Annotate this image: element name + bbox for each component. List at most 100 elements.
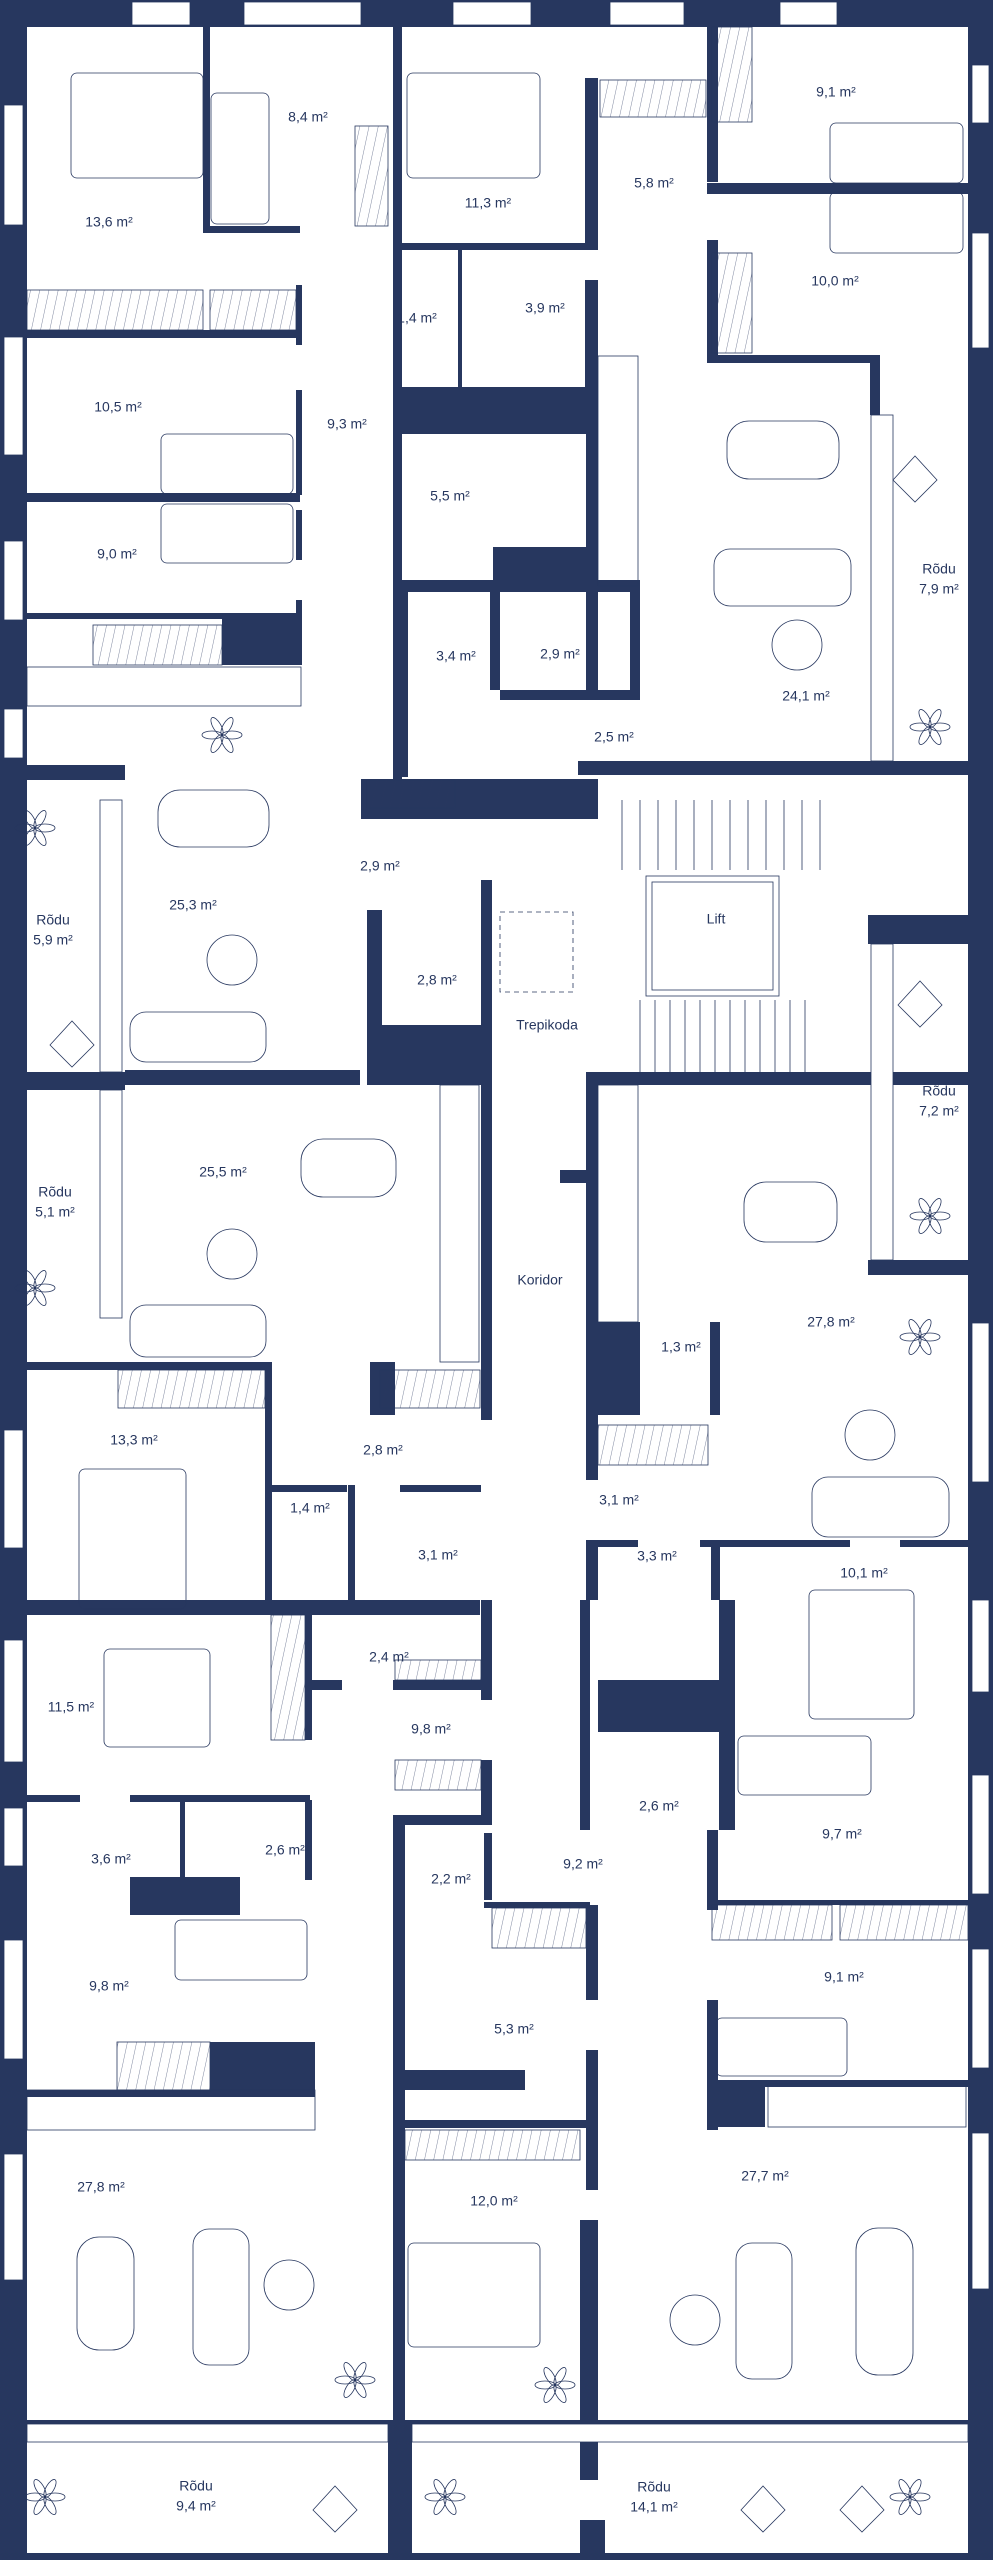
armchair <box>839 2485 885 2533</box>
plant-icon <box>14 1270 56 1306</box>
window <box>131 1 191 26</box>
wall <box>305 1800 312 1880</box>
wardrobe <box>117 1369 266 1409</box>
wardrobe <box>26 289 204 331</box>
room-area: 1,4 m² <box>397 310 437 326</box>
room-area: 2,6 m² <box>265 1842 305 1858</box>
window <box>3 1639 24 1763</box>
wall <box>719 1600 735 1830</box>
room-area: 9,4 m² <box>176 2498 216 2514</box>
room-area: 1,3 m² <box>661 1339 701 1355</box>
round-rug <box>206 934 258 986</box>
wall <box>348 1485 355 1600</box>
plant-icon <box>14 810 56 846</box>
wall <box>393 1815 492 1825</box>
plant-icon <box>24 2479 66 2515</box>
room-area: 9,8 m² <box>89 1978 129 1994</box>
armchair <box>740 2485 786 2533</box>
wall <box>707 183 968 194</box>
dining-table <box>726 420 840 480</box>
wall <box>400 243 585 250</box>
window <box>26 2423 389 2443</box>
window <box>99 1089 123 1319</box>
room-area: 9,1 m² <box>816 84 856 100</box>
room-area: 2,9 m² <box>540 646 580 662</box>
room-area: 9,7 m² <box>822 1826 862 1842</box>
room-area: 25,5 m² <box>199 1164 247 1180</box>
wall <box>586 340 598 700</box>
room-area: 3,4 m² <box>436 648 476 664</box>
window <box>3 708 24 759</box>
wall <box>580 2520 605 2560</box>
window <box>411 2423 969 2443</box>
room-name: Rõdu <box>922 561 955 577</box>
room-area: 3,1 m² <box>418 1547 458 1563</box>
wall <box>296 390 302 495</box>
room-name: Rõdu <box>637 2479 670 2495</box>
sofa <box>129 1304 267 1358</box>
wall <box>272 1485 347 1492</box>
room-area: 1,4 m² <box>290 1500 330 1516</box>
room-area: 9,3 m² <box>327 416 367 432</box>
bed <box>715 2017 848 2077</box>
armchair <box>312 2485 358 2533</box>
room-area: 11,5 m² <box>48 1699 95 1715</box>
wall <box>125 1070 360 1085</box>
wall <box>493 547 586 581</box>
room-area: 12,0 m² <box>470 2193 518 2209</box>
room-area: 2,5 m² <box>594 729 634 745</box>
wardrobe <box>597 1424 709 1466</box>
kitchen-counter <box>597 355 639 587</box>
room-name: Rõdu <box>38 1184 71 1200</box>
wardrobe <box>394 1759 482 1791</box>
wardrobe <box>92 624 223 666</box>
bed <box>808 1589 915 1720</box>
window <box>971 64 990 124</box>
sofa <box>735 2242 793 2380</box>
round-rug <box>263 2259 315 2311</box>
window <box>3 104 24 226</box>
wall <box>0 765 125 780</box>
wardrobe <box>379 1369 481 1409</box>
wardrobe <box>711 252 753 354</box>
wall <box>900 1540 968 1547</box>
room-area: 2,4 m² <box>369 1649 409 1665</box>
room-name: Rõdu <box>922 1083 955 1099</box>
wardrobe <box>354 125 389 227</box>
room-area: 14,1 m² <box>630 2499 678 2515</box>
wall <box>180 1800 185 1880</box>
wall <box>203 226 300 233</box>
bed <box>78 1468 187 1610</box>
kitchen-counter <box>767 2083 967 2128</box>
room-name: Lift <box>707 911 726 927</box>
wall <box>710 1322 720 1415</box>
room-area: 3,6 m² <box>91 1851 131 1867</box>
dining-table <box>743 1181 838 1243</box>
bed <box>70 72 204 179</box>
wall <box>630 592 640 700</box>
wall <box>700 1540 850 1547</box>
round-rug <box>206 1228 258 1280</box>
room-area: 3,3 m² <box>637 1548 677 1564</box>
wall <box>484 1902 590 1908</box>
plant-icon <box>899 1319 941 1355</box>
round-rug <box>669 2294 721 2346</box>
wardrobe <box>711 26 753 123</box>
room-area: 13,6 m² <box>85 214 133 230</box>
wall <box>27 1795 80 1802</box>
wall <box>265 1362 272 1560</box>
wall <box>312 1680 342 1690</box>
wall <box>393 1815 405 2560</box>
wall <box>0 1072 125 1090</box>
windows <box>3 1 990 2443</box>
wall <box>711 1545 720 1600</box>
room-area: 9,0 m² <box>97 546 137 562</box>
wall <box>586 1085 598 1470</box>
window <box>609 1 685 26</box>
bed <box>103 1648 211 1748</box>
window <box>99 799 123 1073</box>
wardrobe <box>116 2041 211 2091</box>
wall <box>580 2440 598 2470</box>
